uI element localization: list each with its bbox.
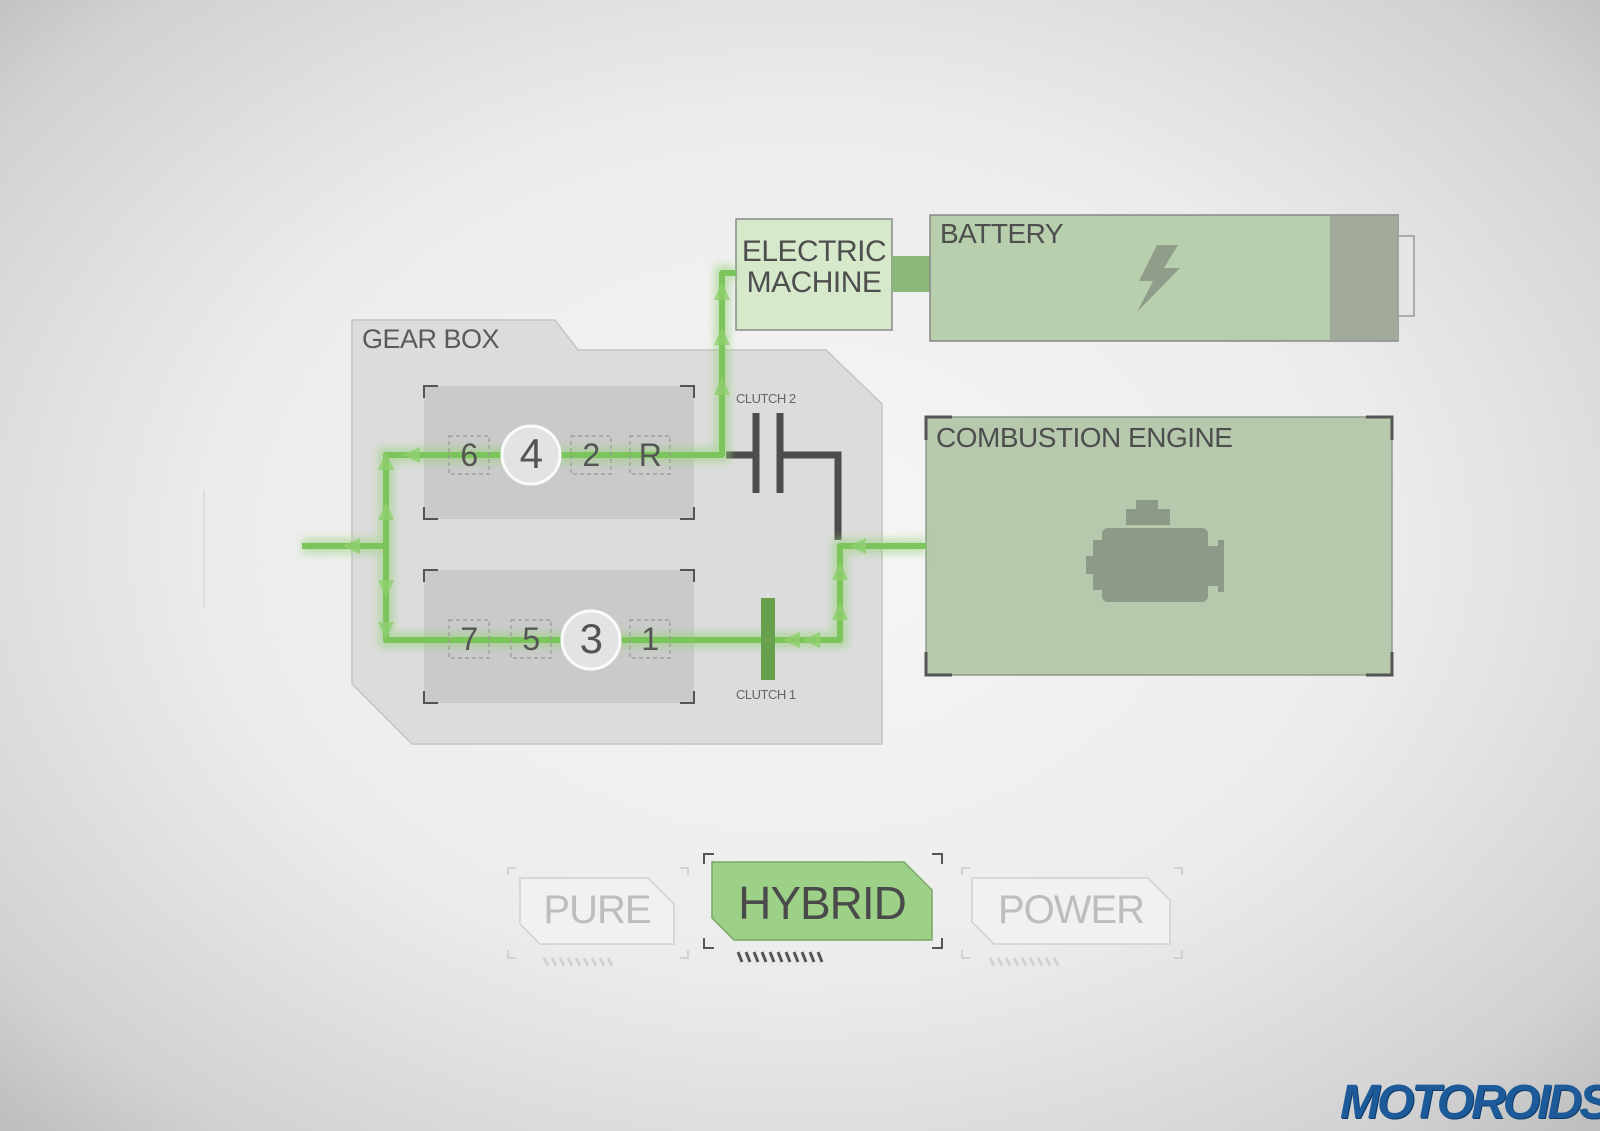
gear-6: 6 — [460, 437, 478, 473]
mode-power-shape — [971, 877, 1171, 945]
electric-machine-label-line2: MACHINE — [746, 266, 882, 299]
mode-hybrid-shape — [711, 861, 933, 941]
gear-5: 5 — [522, 621, 540, 657]
mode-pure-shape — [519, 877, 675, 945]
gear-3-active: 3 — [579, 615, 603, 662]
electric-machine-label-line1: ELECTRIC — [741, 235, 887, 268]
power-flow-arrows — [342, 282, 866, 648]
output-shaft-lines — [130, 490, 302, 608]
panel-corner-brackets — [423, 385, 695, 704]
gear-r: R — [638, 437, 662, 473]
battery-end-cap — [1330, 216, 1398, 340]
mode-hybrid-button[interactable]: HYBRID — [738, 877, 907, 929]
lightning-bolt-icon — [1137, 245, 1180, 312]
engine-icon — [1086, 500, 1224, 602]
engine-corner-brackets — [924, 415, 1394, 677]
em-battery-connector — [892, 256, 930, 292]
gear-2: 2 — [582, 437, 600, 473]
clutch-2 — [726, 413, 842, 540]
mode-pure-button[interactable]: PURE — [543, 888, 651, 932]
active-gear-circle-lower — [560, 609, 622, 671]
clutch-2-label: CLUTCH 2 — [736, 391, 796, 406]
gear-7: 7 — [460, 621, 478, 657]
gear-slot-boxes — [448, 435, 671, 659]
mode-underline-ticks — [542, 951, 1060, 967]
motoroids-logo: MOTOROIDS — [1340, 1076, 1600, 1129]
clutch-1 — [761, 598, 775, 680]
mode-brackets — [507, 867, 1183, 959]
gear-1: 1 — [641, 621, 659, 657]
active-gear-circle-upper — [500, 424, 562, 486]
battery-label: BATTERY — [940, 218, 1064, 249]
battery-terminal — [1397, 235, 1415, 317]
gear-4-active: 4 — [519, 430, 543, 477]
mode-brackets-active — [703, 853, 943, 949]
mode-power-button[interactable]: POWER — [997, 888, 1145, 932]
clutch-1-label: CLUTCH 1 — [736, 687, 796, 702]
gearbox-title: GEAR BOX — [362, 324, 500, 354]
combustion-engine-label: COMBUSTION ENGINE — [936, 422, 1233, 453]
